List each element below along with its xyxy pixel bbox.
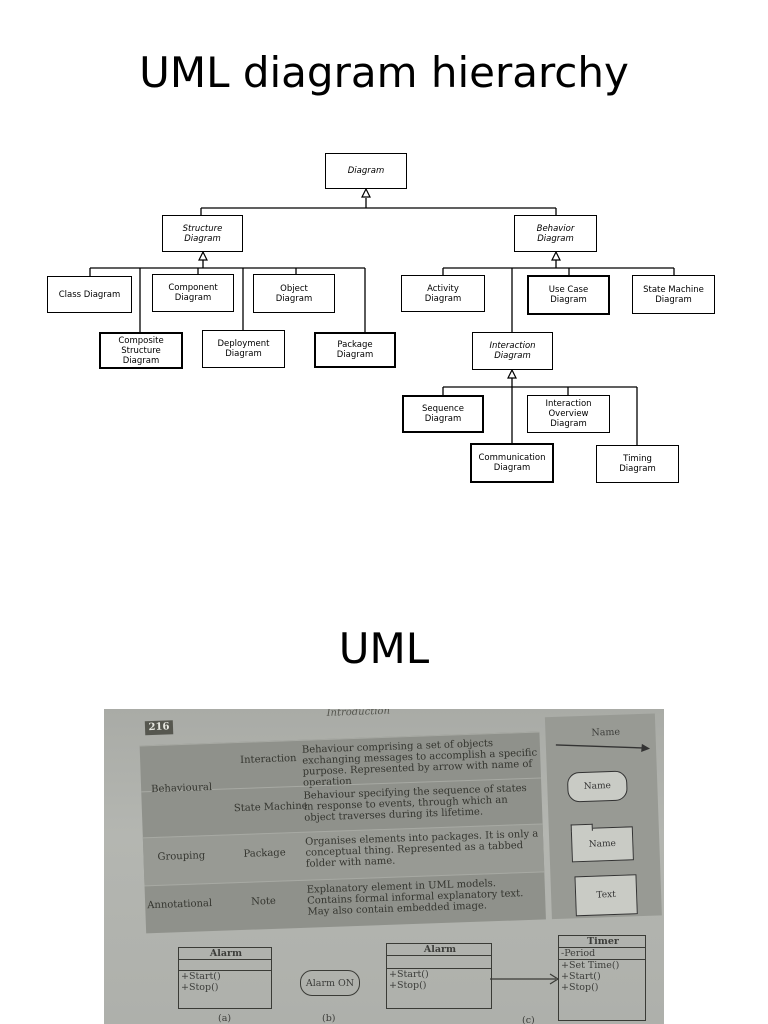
row-desc: Organises elements into packages. It is … (305, 829, 542, 870)
notation-column: Name Name Name Text (545, 713, 662, 919)
row-name: Interaction (240, 753, 297, 766)
example-figures: Alarm +Start() +Stop() Alarm ON Alarm +S… (104, 925, 664, 1024)
class-name: Alarm (387, 944, 491, 956)
node-communication-diagram: Communication Diagram (470, 443, 554, 483)
class-operations: +Start() +Stop() (179, 971, 271, 993)
node-composite-structure-diagram: Composite Structure Diagram (99, 332, 183, 369)
interaction-arrow-label: Name (591, 727, 620, 739)
note-shape: Text (574, 874, 637, 916)
state-shape: Name (567, 770, 628, 802)
class-attributes (387, 956, 491, 969)
row-category: Grouping (157, 850, 205, 863)
node-interaction-diagram: Interaction Diagram (472, 332, 553, 370)
interaction-arrow (545, 719, 656, 763)
running-head: Introduction (326, 709, 390, 719)
class-box-timer: Timer -Period +Set Time() +Start() +Stop… (558, 935, 646, 1021)
caption-a: (a) (218, 1013, 231, 1024)
row-name: Note (251, 896, 276, 908)
class-name: Alarm (179, 948, 271, 960)
node-state-machine-diagram: State Machine Diagram (632, 275, 715, 314)
row-name: State Machine (234, 801, 308, 815)
textbook-page-photo: 216 Introduction Interaction Behaviour c… (104, 709, 664, 1024)
caption-c: (c) (522, 1015, 535, 1024)
node-behavior-diagram: Behavior Diagram (514, 215, 597, 252)
slide-title-uml: UML (0, 624, 768, 674)
row-name: Package (243, 847, 286, 859)
class-box-alarm-a: Alarm +Start() +Stop() (178, 947, 272, 1009)
class-attributes: -Period (559, 948, 645, 960)
row-category: Behavioural (151, 782, 212, 795)
row-category: Annotational (147, 898, 212, 911)
node-component-diagram: Component Diagram (152, 274, 234, 312)
page-number: 216 (145, 720, 173, 735)
class-operations: +Set Time() +Start() +Stop() (559, 960, 645, 993)
node-structure-diagram: Structure Diagram (162, 215, 243, 252)
class-operations: +Start() +Stop() (387, 969, 491, 991)
class-name: Timer (559, 936, 645, 948)
node-use-case-diagram: Use Case Diagram (527, 275, 610, 315)
node-interaction-overview-diagram: Interaction Overview Diagram (527, 395, 610, 433)
node-diagram: Diagram (325, 153, 407, 189)
package-tab (571, 824, 593, 832)
node-package-diagram: Package Diagram (314, 332, 396, 368)
node-object-diagram: Object Diagram (253, 274, 335, 313)
node-deployment-diagram: Deployment Diagram (202, 330, 285, 368)
things-table: Interaction Behaviour comprising a set o… (140, 731, 546, 933)
node-class-diagram: Class Diagram (47, 276, 132, 313)
row-desc: Behaviour specifying the sequence of sta… (303, 783, 540, 824)
package-shape: Name (571, 826, 634, 862)
node-activity-diagram: Activity Diagram (401, 275, 485, 312)
node-timing-diagram: Timing Diagram (596, 445, 679, 483)
class-attributes (179, 960, 271, 971)
state-alarm-on: Alarm ON (300, 970, 360, 996)
caption-b: (b) (322, 1013, 336, 1024)
row-desc: Explanatory element in UML models. Conta… (307, 876, 544, 917)
class-box-alarm-c: Alarm +Start() +Stop() (386, 943, 492, 1009)
node-sequence-diagram: Sequence Diagram (402, 395, 484, 433)
